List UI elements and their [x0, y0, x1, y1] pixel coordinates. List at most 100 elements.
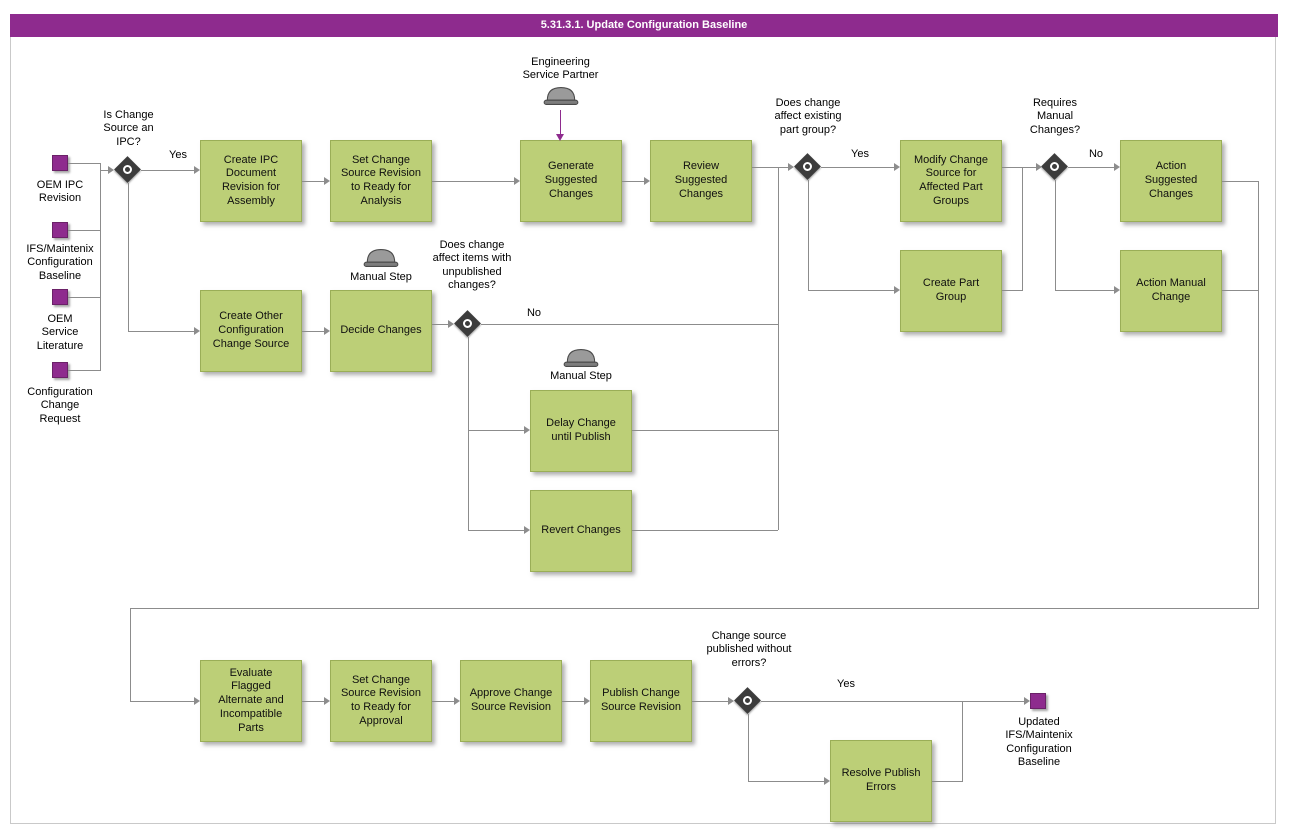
- connector-line: [68, 230, 100, 231]
- decision-ring-icon: [463, 319, 472, 328]
- engineering-service-partner-label: Engineering Service Partner: [522, 56, 599, 82]
- arrowhead-icon: [1036, 163, 1042, 171]
- manual-step-icon: [363, 249, 399, 267]
- connector-line: [302, 701, 324, 702]
- connector-line: [1055, 290, 1114, 291]
- decision-question-affects-part-group: Does change affect existing part group?: [774, 97, 842, 136]
- connector-line: [468, 337, 469, 530]
- arrowhead-icon: [324, 327, 330, 335]
- decision-is-change-source-ipc: [114, 156, 141, 183]
- branch-label-no-2: No: [526, 307, 542, 319]
- input-event-configuration-change-request: [52, 362, 68, 378]
- arrowhead-icon: [448, 320, 454, 328]
- manual-step-icon: [563, 349, 599, 367]
- task-create-part-group: Create Part Group: [900, 250, 1002, 332]
- connector-line: [932, 781, 963, 782]
- task-set-revision-ready-for-analysis: Set Change Source Revision to Ready for …: [330, 140, 432, 222]
- arrowhead-icon: [584, 697, 590, 705]
- arrowhead-icon: [824, 777, 830, 785]
- connector-line: [130, 608, 1259, 609]
- arrowhead-icon: [454, 697, 460, 705]
- decision-question-requires-manual: Requires Manual Changes?: [1029, 97, 1081, 136]
- connector-line: [632, 530, 778, 531]
- arrowhead-icon: [728, 697, 734, 705]
- input-event-oem-service-literature: [52, 289, 68, 305]
- decision-ring-icon: [123, 165, 132, 174]
- decision-requires-manual-changes: [1041, 153, 1068, 180]
- arrowhead-icon: [524, 426, 530, 434]
- task-action-manual-change: Action Manual Change: [1120, 250, 1222, 332]
- esp-connector-line: [560, 110, 561, 134]
- connector-line: [821, 167, 894, 168]
- input-label-ifs-maintenix-baseline: IFS/Maintenix Configuration Baseline: [26, 243, 94, 282]
- input-event-ifs-maintenix-baseline: [52, 222, 68, 238]
- connector-line: [141, 170, 194, 171]
- manual-step-label-delay: Manual Step: [550, 370, 612, 382]
- connector-line: [622, 181, 644, 182]
- connector-line: [1022, 167, 1023, 290]
- connector-line: [68, 163, 100, 164]
- esp-arrowhead-icon: [556, 134, 564, 141]
- branch-label-yes-2: Yes: [851, 148, 869, 160]
- branch-label-yes-3: Yes: [837, 678, 855, 690]
- arrowhead-icon: [894, 163, 900, 171]
- arrowhead-icon: [644, 177, 650, 185]
- arrowhead-icon: [194, 697, 200, 705]
- arrowhead-icon: [324, 697, 330, 705]
- connector-line: [302, 181, 324, 182]
- decision-affects-existing-part-group: [794, 153, 821, 180]
- connector-line: [632, 430, 778, 431]
- connector-line: [748, 714, 749, 781]
- diagram-title-bar: 5.31.3.1. Update Configuration Baseline: [10, 14, 1278, 37]
- decision-ring-icon: [743, 696, 752, 705]
- arrowhead-icon: [514, 177, 520, 185]
- task-create-ipc-document-revision: Create IPC Document Revision for Assembl…: [200, 140, 302, 222]
- input-label-configuration-change-request: Configuration Change Request: [27, 386, 93, 425]
- input-label-oem-ipc-revision: OEM IPC Revision: [36, 179, 84, 205]
- connector-line: [1258, 181, 1259, 608]
- task-publish-change-source-revision: Publish Change Source Revision: [590, 660, 692, 742]
- arrowhead-icon: [1024, 697, 1030, 705]
- connector-line: [1002, 167, 1036, 168]
- connector-line: [1222, 290, 1259, 291]
- decision-unpublished-changes: [454, 310, 481, 337]
- end-event-label: Updated IFS/Maintenix Configuration Base…: [1005, 716, 1073, 769]
- connector-line: [128, 183, 129, 331]
- connector-line: [130, 608, 131, 701]
- arrowhead-icon: [194, 166, 200, 174]
- decision-ring-icon: [803, 162, 812, 171]
- connector-line: [692, 701, 728, 702]
- task-evaluate-flagged-parts: Evaluate Flagged Alternate and Incompati…: [200, 660, 302, 742]
- connector-line: [468, 530, 524, 531]
- manual-step-label-decide: Manual Step: [350, 271, 412, 283]
- connector-line: [752, 167, 788, 168]
- input-label-oem-service-literature: OEM Service Literature: [36, 313, 84, 352]
- task-revert-changes: Revert Changes: [530, 490, 632, 572]
- connector-line: [432, 181, 514, 182]
- task-decide-changes: Decide Changes: [330, 290, 432, 372]
- connector-line: [468, 430, 524, 431]
- arrowhead-icon: [894, 286, 900, 294]
- connector-line: [1055, 180, 1056, 290]
- connector-line: [1222, 181, 1259, 182]
- engineering-service-partner-icon: [543, 87, 579, 105]
- decision-published-without-errors: [734, 687, 761, 714]
- task-review-suggested-changes: Review Suggested Changes: [650, 140, 752, 222]
- arrowhead-icon: [1114, 286, 1120, 294]
- connector-line: [1002, 290, 1023, 291]
- connector-line: [1068, 167, 1114, 168]
- connector-line: [481, 324, 778, 325]
- connector-line: [68, 297, 100, 298]
- connector-line: [100, 170, 108, 171]
- task-approve-change-source-revision: Approve Change Source Revision: [460, 660, 562, 742]
- task-action-suggested-changes: Action Suggested Changes: [1120, 140, 1222, 222]
- input-event-oem-ipc-revision: [52, 155, 68, 171]
- arrowhead-icon: [324, 177, 330, 185]
- task-create-other-configuration-change-source: Create Other Configuration Change Source: [200, 290, 302, 372]
- decision-question-published-without-errors: Change source published without errors?: [706, 630, 792, 669]
- decision-question-is-ipc: Is Change Source an IPC?: [103, 109, 154, 148]
- branch-label-yes-1: Yes: [169, 149, 187, 161]
- arrowhead-icon: [524, 526, 530, 534]
- connector-line: [962, 701, 963, 781]
